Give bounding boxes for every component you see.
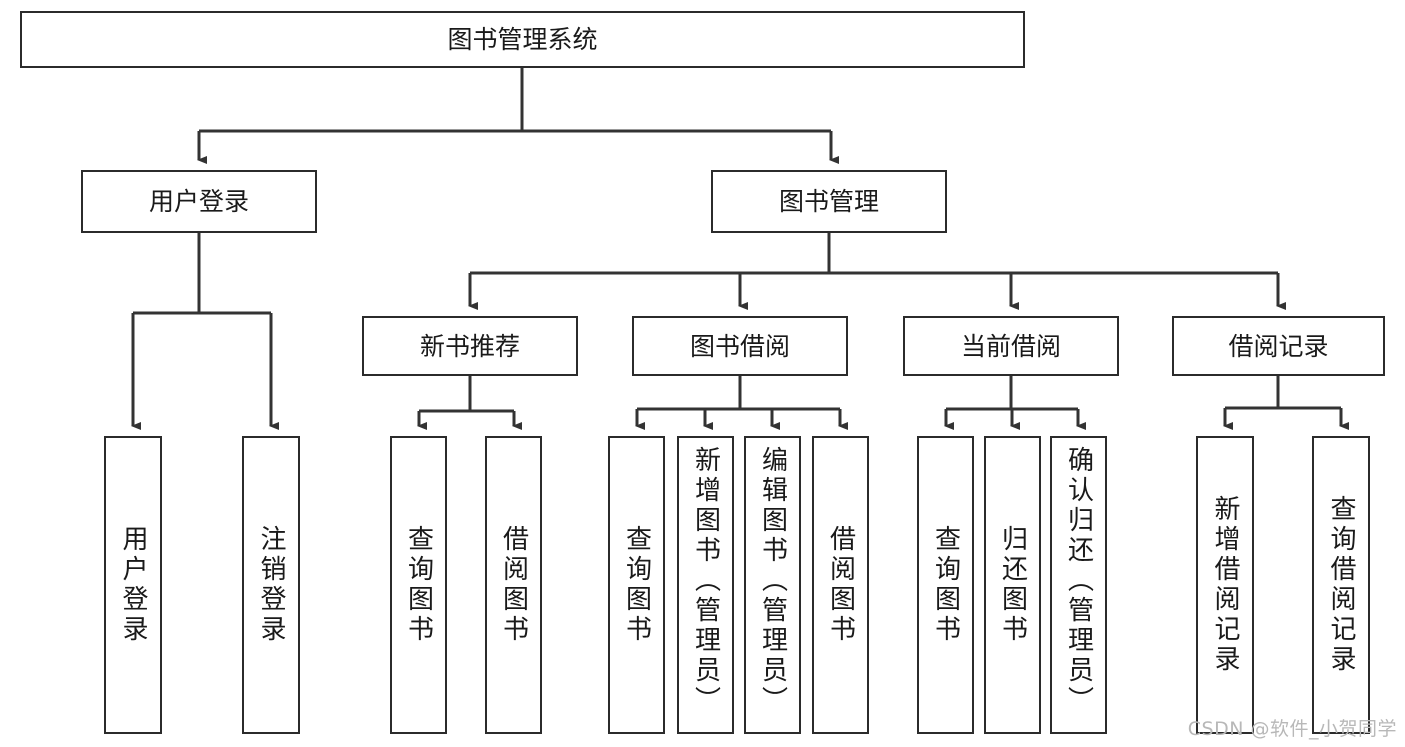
- node-leaf-borrow-book-bor[interactable]: 借阅图书: [812, 436, 869, 734]
- node-leaf-add-borrow-record-label: 新增借阅记录: [1210, 495, 1240, 675]
- node-leaf-query-book-cur-label: 查询图书: [930, 525, 961, 645]
- node-leaf-query-book-cur[interactable]: 查询图书: [917, 436, 974, 734]
- node-leaf-edit-book-label: 编辑图书（管理员）: [757, 446, 788, 716]
- node-book-borrow[interactable]: 图书借阅: [632, 316, 848, 376]
- node-borrow-record[interactable]: 借阅记录: [1172, 316, 1385, 376]
- node-leaf-return-book-label: 归还图书: [997, 525, 1028, 645]
- node-borrow-record-label: 借阅记录: [1228, 331, 1329, 361]
- node-leaf-user-logout[interactable]: 注销登录: [242, 436, 300, 734]
- node-leaf-confirm-return[interactable]: 确认归还（管理员）: [1050, 436, 1107, 734]
- node-new-book-recommend-label: 新书推荐: [419, 331, 520, 361]
- node-new-book-recommend[interactable]: 新书推荐: [362, 316, 578, 376]
- node-leaf-query-borrow-record[interactable]: 查询借阅记录: [1312, 436, 1370, 734]
- node-book-manage-label: 图书管理: [778, 187, 879, 216]
- node-leaf-query-book-rec[interactable]: 查询图书: [390, 436, 447, 734]
- node-leaf-add-book[interactable]: 新增图书（管理员）: [677, 436, 734, 734]
- node-leaf-query-book-bor[interactable]: 查询图书: [608, 436, 665, 734]
- node-leaf-query-book-bor-label: 查询图书: [621, 525, 652, 645]
- node-user-login-label: 用户登录: [148, 187, 249, 216]
- csdn-watermark: CSDN @软件_小贺同学: [1187, 718, 1397, 740]
- node-leaf-user-login[interactable]: 用户登录: [104, 436, 162, 734]
- node-user-login[interactable]: 用户登录: [81, 170, 317, 233]
- node-book-manage[interactable]: 图书管理: [711, 170, 947, 233]
- node-book-borrow-label: 图书借阅: [689, 331, 790, 361]
- node-leaf-borrow-book-bor-label: 借阅图书: [825, 525, 856, 645]
- node-leaf-query-borrow-record-label: 查询借阅记录: [1326, 495, 1356, 675]
- node-leaf-return-book[interactable]: 归还图书: [984, 436, 1041, 734]
- node-leaf-borrow-book-rec[interactable]: 借阅图书: [485, 436, 542, 734]
- node-leaf-query-book-rec-label: 查询图书: [403, 525, 434, 645]
- node-leaf-confirm-return-label: 确认归还（管理员）: [1063, 446, 1094, 716]
- node-current-borrow[interactable]: 当前借阅: [903, 316, 1119, 376]
- node-leaf-add-borrow-record[interactable]: 新增借阅记录: [1196, 436, 1254, 734]
- node-leaf-user-login-label: 用户登录: [118, 525, 148, 645]
- node-leaf-edit-book[interactable]: 编辑图书（管理员）: [744, 436, 801, 734]
- node-leaf-user-logout-label: 注销登录: [256, 525, 286, 645]
- node-current-borrow-label: 当前借阅: [960, 331, 1061, 361]
- node-leaf-add-book-label: 新增图书（管理员）: [690, 446, 721, 716]
- node-leaf-borrow-book-rec-label: 借阅图书: [498, 525, 529, 645]
- node-root-label: 图书管理系统: [447, 25, 598, 54]
- node-root[interactable]: 图书管理系统: [20, 11, 1025, 68]
